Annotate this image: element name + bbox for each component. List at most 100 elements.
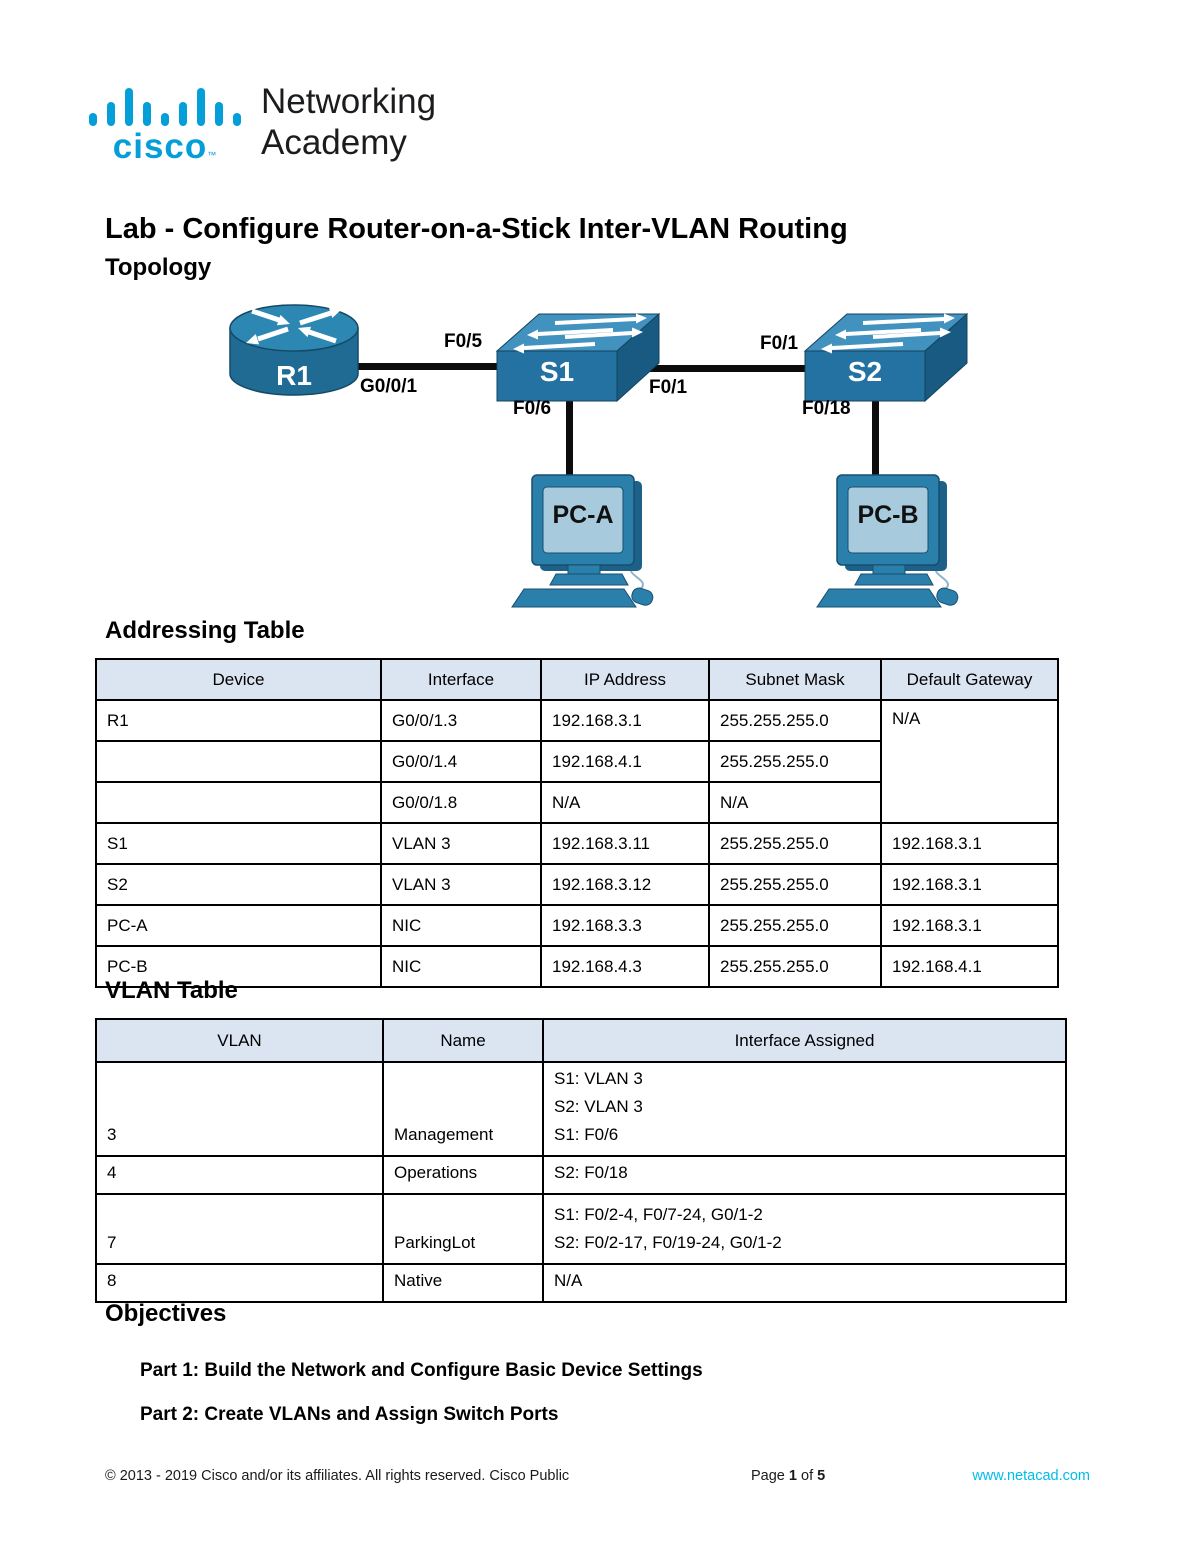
netacad-link[interactable]: www.netacad.com: [972, 1468, 1090, 1484]
col-header-mask: Subnet Mask: [708, 658, 882, 701]
cell-gateway: 192.168.3.1: [880, 822, 1059, 865]
cell-device: PC-A: [95, 904, 382, 947]
cell-interface: VLAN 3: [380, 863, 542, 906]
col-header-vlan: VLAN: [95, 1018, 384, 1063]
cell-interfaces: S1: VLAN 3 S2: VLAN 3 S1: F0/6: [542, 1061, 1067, 1157]
col-header-ip: IP Address: [540, 658, 710, 701]
link-line-r1-s1: [350, 363, 500, 370]
addressing-table-heading: Addressing Table: [105, 617, 305, 644]
cell-interfaces: S2: F0/18: [542, 1155, 1067, 1195]
cell-mask: 255.255.255.0: [708, 699, 882, 742]
cell-interfaces: S1: F0/2-4, F0/7-24, G0/1-2 S2: F0/2-17,…: [542, 1193, 1067, 1265]
pc-label: PC-A: [552, 501, 614, 529]
switch-s2: S2: [803, 308, 969, 403]
cell-gateway: 192.168.3.1: [880, 904, 1059, 947]
cisco-networking-academy-logo: cisco™ Networking Academy: [85, 82, 436, 164]
switch-s1: S1: [495, 308, 661, 403]
table-row: PC-B NIC 192.168.4.3 255.255.255.0 192.1…: [95, 945, 1059, 988]
cell-vlan: 4: [95, 1155, 384, 1195]
cell-device: [95, 740, 382, 783]
cell-gateway: 192.168.4.1: [880, 945, 1059, 988]
cell-ip: 192.168.3.12: [540, 863, 710, 906]
cell-ip: 192.168.3.1: [540, 699, 710, 742]
objective-part-1: Part 1: Build the Network and Configure …: [140, 1360, 703, 1381]
logo-text-line2: Academy: [261, 122, 407, 162]
switch-label: S1: [539, 356, 575, 387]
cell-mask: 255.255.255.0: [708, 863, 882, 906]
cell-interfaces: N/A: [542, 1263, 1067, 1303]
objective-part-2: Part 2: Create VLANs and Assign Switch P…: [140, 1404, 559, 1425]
cell-name: Operations: [382, 1155, 544, 1195]
addressing-header-row: Device Interface IP Address Subnet Mask …: [95, 658, 1059, 701]
cell-mask: 255.255.255.0: [708, 740, 882, 783]
pc-a: PC-A: [510, 473, 660, 613]
port-label-f0-1-s1: F0/1: [649, 377, 688, 398]
cell-mask: 255.255.255.0: [708, 904, 882, 947]
switch-label: S2: [847, 356, 883, 387]
cell-ip: 192.168.4.1: [540, 740, 710, 783]
cell-device: R1: [95, 699, 382, 742]
table-row: 3 Management S1: VLAN 3 S2: VLAN 3 S1: F…: [95, 1061, 1067, 1157]
link-line-s2-pcb: [872, 393, 879, 485]
table-row: 7 ParkingLot S1: F0/2-4, F0/7-24, G0/1-2…: [95, 1193, 1067, 1265]
cell-interface: NIC: [380, 904, 542, 947]
cell-mask: 255.255.255.0: [708, 822, 882, 865]
table-row: PC-A NIC 192.168.3.3 255.255.255.0 192.1…: [95, 904, 1059, 947]
vlan-table: VLAN Name Interface Assigned 3 Managemen…: [95, 1018, 1067, 1303]
link-line-s1-pca: [566, 393, 573, 485]
link-line-s1-s2: [645, 365, 809, 372]
cell-interface: G0/0/1.8: [380, 781, 542, 824]
vlan-table-heading: VLAN Table: [105, 977, 238, 1004]
cell-name: ParkingLot: [382, 1193, 544, 1265]
col-header-gateway: Default Gateway: [880, 658, 1059, 701]
router-r1: R1: [228, 302, 360, 402]
cell-interface: VLAN 3: [380, 822, 542, 865]
cell-device: [95, 781, 382, 824]
objectives-heading: Objectives: [105, 1300, 227, 1327]
col-header-device: Device: [95, 658, 382, 701]
port-label-g0-0-1: G0/0/1: [360, 376, 418, 397]
pc-icon: [816, 474, 959, 608]
networking-academy-wordmark: Networking Academy: [261, 82, 436, 164]
cell-name: Management: [382, 1061, 544, 1157]
cell-vlan: 8: [95, 1263, 384, 1303]
logo-text-line1: Networking: [261, 82, 437, 121]
pc-b: PC-B: [815, 473, 965, 613]
col-header-interface: Interface: [380, 658, 542, 701]
cell-gateway: 192.168.3.1: [880, 863, 1059, 906]
cell-interface: NIC: [380, 945, 542, 988]
cell-vlan: 3: [95, 1061, 384, 1157]
router-icon: [229, 304, 359, 396]
cell-ip: N/A: [540, 781, 710, 824]
router-label: R1: [276, 360, 312, 391]
cell-mask: 255.255.255.0: [708, 945, 882, 988]
table-row: 4 Operations S2: F0/18: [95, 1155, 1067, 1195]
topology-diagram: R1 S1: [0, 295, 1200, 625]
port-label-f0-5: F0/5: [444, 331, 483, 352]
cell-name: Native: [382, 1263, 544, 1303]
cell-device: PC-B: [95, 945, 382, 988]
page-number: Page 1 of 5: [751, 1468, 826, 1484]
table-row: G0/0/1.4 192.168.4.1 255.255.255.0: [95, 740, 1058, 783]
cell-mask: N/A: [708, 781, 882, 824]
cell-vlan: 7: [95, 1193, 384, 1265]
addressing-table: Device Interface IP Address Subnet Mask …: [95, 658, 1059, 988]
table-row: R1 G0/0/1.3 192.168.3.1 255.255.255.0 N/…: [95, 699, 1059, 824]
copyright-text: © 2013 - 2019 Cisco and/or its affiliate…: [105, 1468, 570, 1484]
table-row: S2 VLAN 3 192.168.3.12 255.255.255.0 192…: [95, 863, 1059, 906]
cell-device: S2: [95, 863, 382, 906]
vlan-header-row: VLAN Name Interface Assigned: [95, 1018, 1067, 1063]
table-row: G0/0/1.8 N/A N/A: [95, 781, 1058, 824]
col-header-interface-assigned: Interface Assigned: [542, 1018, 1067, 1063]
port-label-f0-6: F0/6: [513, 398, 552, 419]
port-label-f0-18: F0/18: [802, 398, 851, 419]
col-header-name: Name: [382, 1018, 544, 1063]
switch-icon: [495, 312, 661, 403]
page-title: Lab - Configure Router-on-a-Stick Inter-…: [105, 213, 848, 246]
cell-gateway: N/A: [880, 699, 1059, 824]
topology-heading: Topology: [105, 254, 212, 281]
table-row: 8 Native N/A: [95, 1263, 1067, 1303]
port-label-f0-1-s2: F0/1: [760, 333, 799, 354]
cell-device: S1: [95, 822, 382, 865]
cell-interface: G0/0/1.4: [380, 740, 542, 783]
